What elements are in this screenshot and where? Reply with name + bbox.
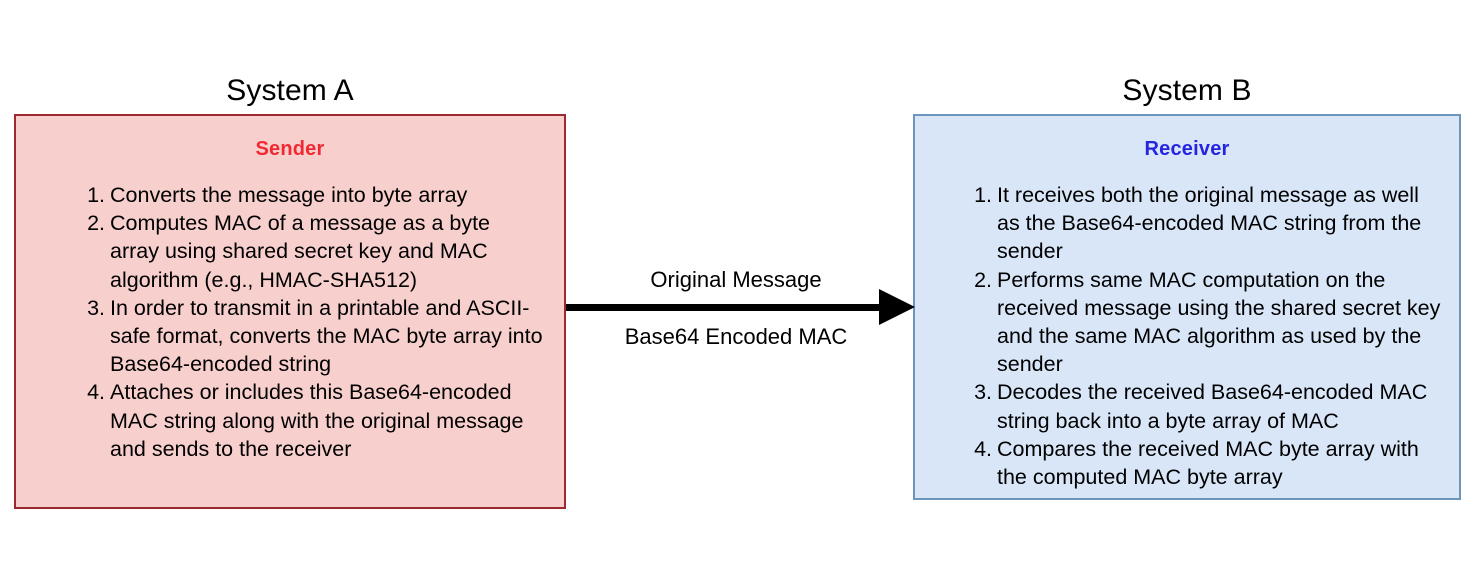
sender-step-list: 1.Converts the message into byte array 2… [79, 181, 544, 463]
step-number: 1. [87, 183, 105, 207]
list-item: 2.Computes MAC of a message as a byte ar… [79, 209, 544, 294]
sender-heading: Sender [255, 138, 325, 160]
step-text: Decodes the received Base64-encoded MAC … [997, 380, 1428, 433]
step-number: 2. [87, 211, 105, 236]
step-text: Performs same MAC computation on the rec… [997, 267, 1441, 377]
step-number: 1. [974, 183, 992, 207]
sender-panel: Sender 1.Converts the message into byte … [14, 114, 566, 509]
step-number: 2. [974, 267, 992, 292]
step-text: Converts the message into byte array [110, 183, 468, 207]
step-text: In order to transmit in a printable and … [110, 295, 543, 377]
step-number: 3. [974, 380, 992, 405]
arrow-label-base64-encoded-mac: Base64 Encoded MAC [624, 324, 848, 349]
step-text: Attaches or includes this Base64-encoded… [110, 380, 524, 461]
list-item: 4.Compares the received MAC byte array w… [966, 435, 1443, 491]
list-item: 3.In order to transmit in a printable an… [79, 294, 544, 379]
receiver-step-list: 1.It receives both the original message … [966, 181, 1443, 491]
arrow-label-original-message: Original Message [650, 267, 822, 292]
transmission-arrow-icon [566, 286, 915, 330]
system-a-title: System A [226, 74, 354, 107]
step-text: Computes MAC of a message as a byte arra… [110, 211, 491, 292]
list-item: 3.Decodes the received Base64-encoded MA… [966, 378, 1443, 434]
arrow-head [879, 289, 915, 325]
step-number: 3. [87, 295, 105, 320]
list-item: 2.Performs same MAC computation on the r… [966, 266, 1443, 379]
step-text: It receives both the original message as… [997, 183, 1422, 264]
step-text: Compares the received MAC byte array wit… [997, 436, 1419, 490]
step-number: 4. [974, 436, 992, 461]
list-item: 1.Converts the message into byte array [79, 181, 544, 209]
system-b-title: System B [1122, 74, 1252, 107]
receiver-heading: Receiver [1144, 138, 1230, 160]
arrow-shaft [566, 304, 888, 311]
receiver-panel: Receiver 1.It receives both the original… [913, 114, 1461, 500]
step-number: 4. [87, 380, 105, 405]
list-item: 4.Attaches or includes this Base64-encod… [79, 378, 544, 463]
list-item: 1.It receives both the original message … [966, 181, 1443, 266]
